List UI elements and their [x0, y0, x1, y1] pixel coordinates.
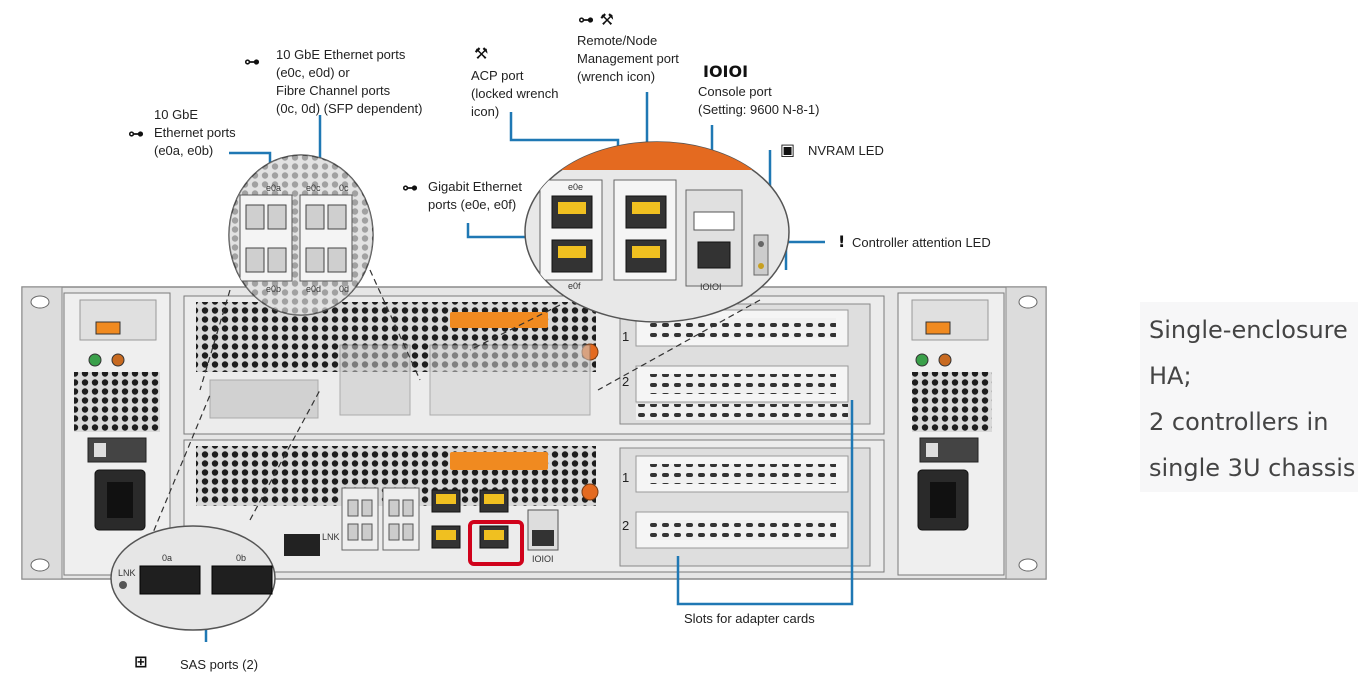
- label-console-port: Console port (Setting: 9600 N-8-1): [698, 84, 820, 117]
- console-symbol: IOIOI: [703, 62, 749, 81]
- sas-tag-0a: 0a: [162, 553, 172, 563]
- port-tag-e0c: e0c: [306, 183, 321, 193]
- wrench-icon: ⊶ ⚒: [578, 10, 614, 29]
- label-remote-mgmt: Remote/Node Management port (wrench icon…: [577, 33, 679, 84]
- port-tag-e0a: e0a: [266, 183, 281, 193]
- network-icon: ⊶: [128, 124, 144, 143]
- chip-icon: ▣: [780, 140, 796, 159]
- zoom-lens-right: e0e e0f IOIOI: [469, 141, 790, 391]
- port-tag-0c: 0c: [339, 183, 349, 193]
- psu-left: [63, 292, 171, 576]
- note-line-2: HA;: [1149, 362, 1192, 390]
- side-note: Single-enclosure HA; 2 controllers in si…: [1140, 302, 1358, 492]
- port-tag-e0b: e0b: [266, 284, 281, 294]
- sas-icon: ⊞: [134, 652, 148, 671]
- lnk-tag-sas: LNK: [118, 568, 136, 578]
- network-icon: ⊶: [402, 178, 418, 197]
- acp-port-highlight[interactable]: [468, 520, 524, 566]
- slot-number-1-bottom: 1: [622, 470, 629, 485]
- lnk-tag-bottom: LNK: [322, 532, 340, 542]
- controller-top: 1 2: [183, 295, 885, 435]
- network-icon: ⊶: [244, 52, 260, 71]
- label-controller-attention: Controller attention LED: [852, 235, 991, 250]
- controller-bottom: 1 2 LNK IOIOI: [183, 439, 885, 573]
- slot-number-1-top: 1: [622, 329, 629, 344]
- psu-right: [897, 292, 1005, 576]
- attention-symbol: !: [838, 232, 846, 251]
- label-acp-port: ACP port (locked wrench icon): [471, 68, 559, 119]
- zoom-lens-left: e0a e0c 0c e0b e0d 0d: [199, 154, 421, 391]
- slot-number-2-top: 2: [622, 374, 629, 389]
- label-nvram-led: NVRAM LED: [808, 143, 884, 158]
- port-tag-0d: 0d: [339, 284, 349, 294]
- note-line-3: 2 controllers in: [1149, 408, 1329, 436]
- label-adapter-slots: Slots for adapter cards: [684, 611, 815, 626]
- port-tag-e0e: e0e: [568, 182, 583, 192]
- sas-tag-0b: 0b: [236, 553, 246, 563]
- locked-wrench-icon: ⚒: [474, 44, 489, 63]
- ioioi-tag-top: IOIOI: [700, 282, 722, 292]
- port-tag-e0d: e0d: [306, 284, 321, 294]
- label-sas-ports: SAS ports (2): [180, 657, 259, 672]
- sas-lens: 0a 0b LNK: [110, 389, 321, 631]
- label-10gbe-fc: 10 GbE Ethernet ports (e0c, e0d) or Fibr…: [276, 47, 423, 116]
- slot-number-2-bottom: 2: [622, 518, 629, 533]
- note-line-4: single 3U chassis: [1149, 454, 1356, 482]
- note-line-1: Single-enclosure: [1149, 316, 1348, 344]
- label-gigabit-ethernet: Gigabit Ethernet ports (e0e, e0f): [428, 179, 522, 212]
- label-10gbe-ethernet: 10 GbE Ethernet ports (e0a, e0b): [154, 107, 236, 158]
- ioioi-tag-bottom: IOIOI: [532, 554, 554, 564]
- port-tag-e0f: e0f: [568, 281, 581, 291]
